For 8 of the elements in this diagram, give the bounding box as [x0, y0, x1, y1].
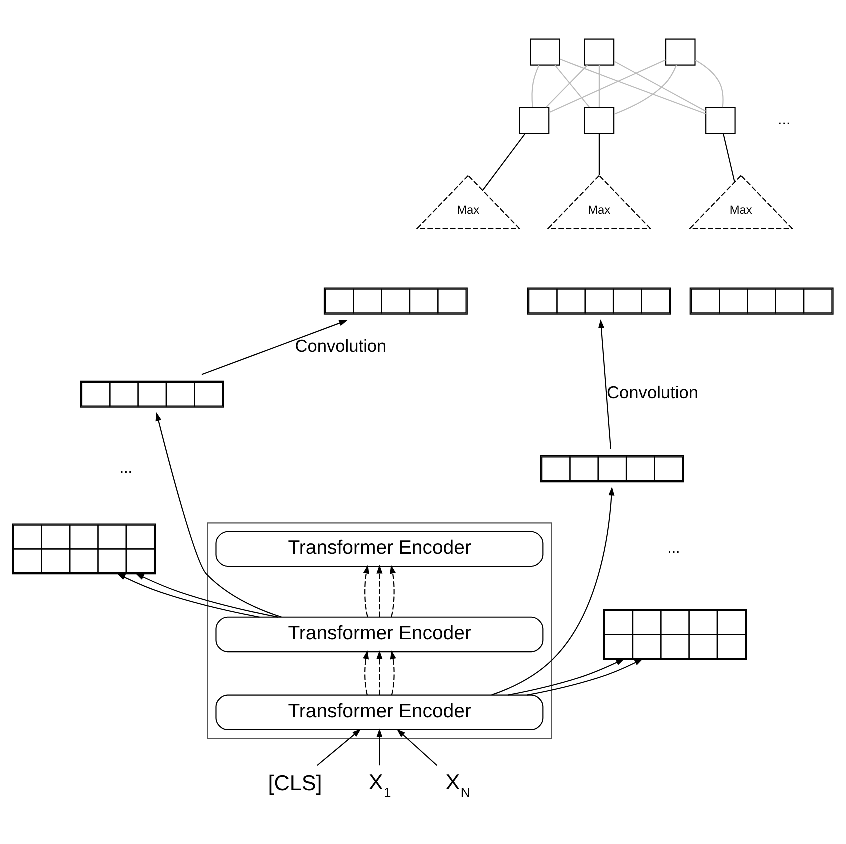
- node-text: X$_{N}$: [446, 770, 470, 800]
- node-text: [CLS]: [268, 770, 322, 796]
- node-text: X$_{1}$: [368, 770, 392, 800]
- label: ...: [668, 540, 680, 558]
- edge-label: Convolution: [295, 336, 387, 356]
- edge-label: Convolution: [607, 382, 698, 403]
- label: ...: [778, 112, 791, 129]
- label: ...: [120, 460, 133, 478]
